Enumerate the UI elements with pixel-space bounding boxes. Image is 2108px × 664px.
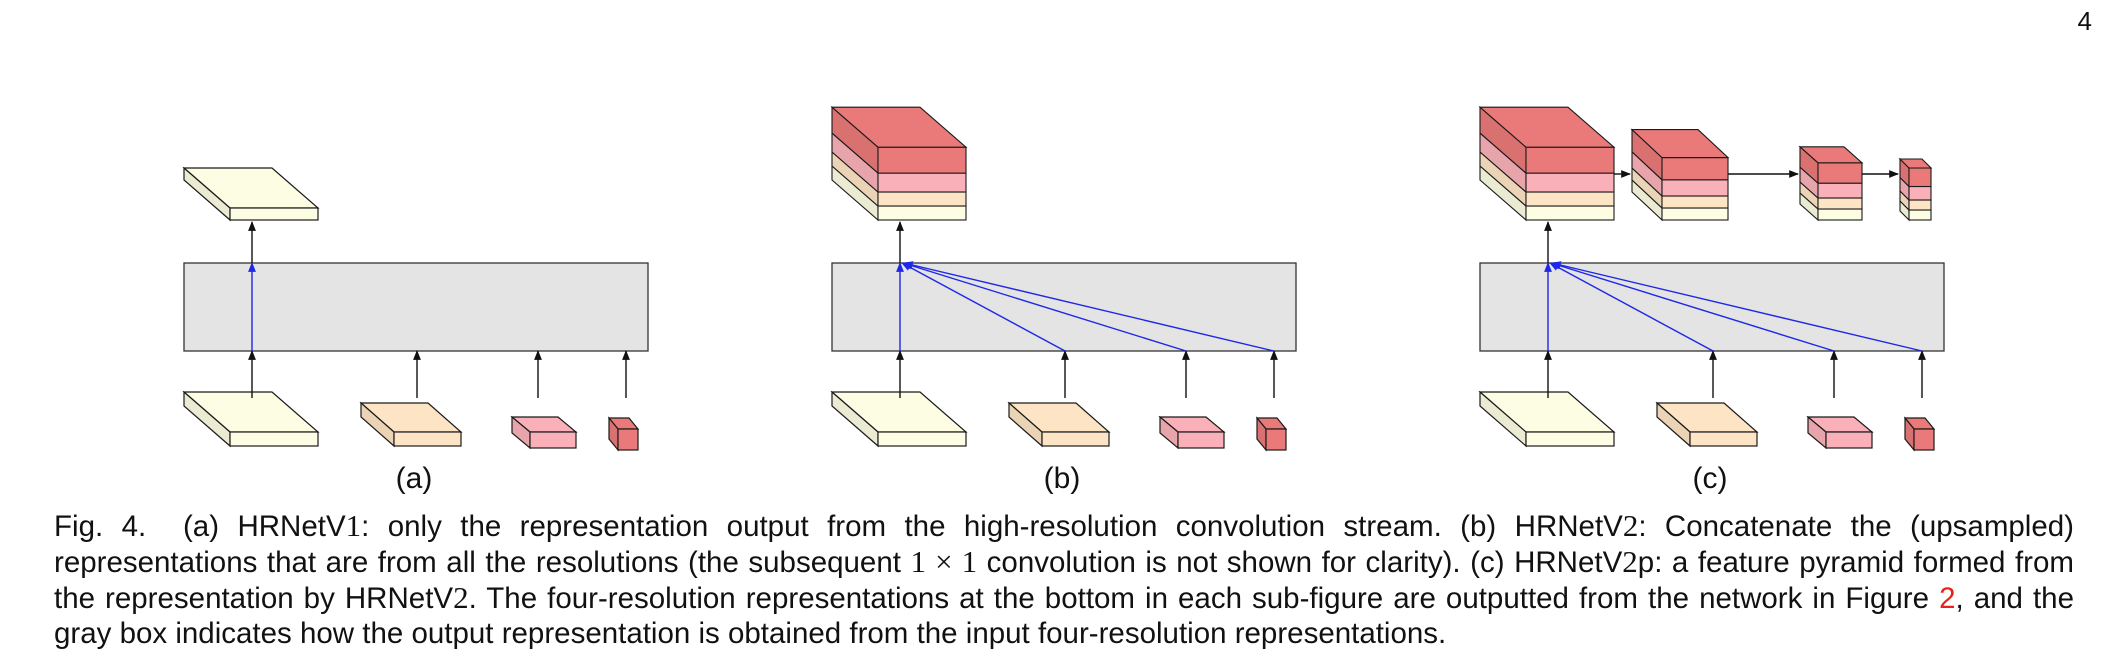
caption-a-model: HRNetV	[237, 510, 346, 543]
b-blue-arrow-3	[902, 261, 1187, 352]
caption-b-label: (b)	[1460, 510, 1497, 543]
caption-c-label: (c)	[1470, 546, 1505, 579]
c-input-res1	[1478, 390, 1616, 448]
b-gray-box	[831, 262, 1297, 352]
figure-reference-link[interactable]: 2	[1939, 582, 1956, 615]
c-gray-box	[1479, 262, 1945, 352]
c-input-res3	[1806, 415, 1874, 450]
subfigure-c-label: (c)	[1692, 462, 1728, 495]
figure-4-diagram	[182, 105, 1945, 452]
c-pyramid-level-2	[1630, 128, 1730, 222]
caption-c-text-1-num: 2	[453, 580, 469, 615]
c-pyramid-level-3	[1798, 145, 1864, 222]
caption-b-math: 1 × 1	[910, 544, 978, 579]
subfigure-a-label: (a)	[395, 462, 433, 495]
a-input-res4	[607, 416, 640, 452]
b-input-res2	[1007, 401, 1111, 448]
b-output-concat	[830, 105, 968, 222]
c-output-concat	[1478, 105, 1616, 222]
caption-c-model-num: 2	[1622, 544, 1638, 579]
caption-a-model-num: 1	[345, 508, 362, 543]
b-input-res1	[830, 390, 968, 448]
caption-b-text-2: convolution is not shown for clarity).	[986, 546, 1461, 579]
b-input-res4	[1255, 416, 1288, 452]
subfigure-b-label: (b)	[1043, 462, 1081, 495]
caption-a-label: (a)	[182, 510, 220, 543]
a-input-res2	[359, 401, 463, 448]
caption-b-model: HRNetV	[1514, 510, 1623, 543]
caption-fig-label: Fig. 4.	[54, 510, 147, 543]
c-input-res4	[1903, 416, 1936, 452]
figure-caption: Fig. 4. (a) HRNetV1: only the representa…	[54, 508, 2074, 651]
page-number: 4	[2077, 6, 2092, 36]
b-blue-arrow-4	[903, 261, 1275, 352]
caption-c-model: HRNetV	[1514, 546, 1623, 579]
caption-a-text: : only the representation output from th…	[361, 510, 1442, 543]
a-input-res1	[182, 390, 320, 448]
c-blue-arrow-2	[1549, 262, 1714, 352]
caption-c-model-suffix: p	[1637, 546, 1655, 579]
a-input-res3	[510, 415, 578, 450]
caption-c-text-3: , and the gray box indicates how the out…	[54, 582, 2074, 650]
caption-c-text-1: : a feature pyramid formed from the repr…	[54, 546, 2074, 615]
b-blue-arrow-2	[901, 262, 1066, 352]
a-gray-box	[183, 262, 649, 352]
caption-b-text-1: : Concatenate the (upsampled) representa…	[54, 510, 2074, 579]
c-blue-arrow-3	[1550, 261, 1835, 352]
c-input-res2	[1655, 401, 1759, 448]
a-output-res1	[182, 166, 320, 222]
caption-b-model-num: 2	[1622, 508, 1639, 543]
c-blue-arrow-4	[1551, 261, 1923, 352]
caption-c-text-2: . The four-resolution representations at…	[468, 582, 1930, 615]
c-pyramid-level-4	[1898, 157, 1933, 222]
b-input-res3	[1158, 415, 1226, 450]
